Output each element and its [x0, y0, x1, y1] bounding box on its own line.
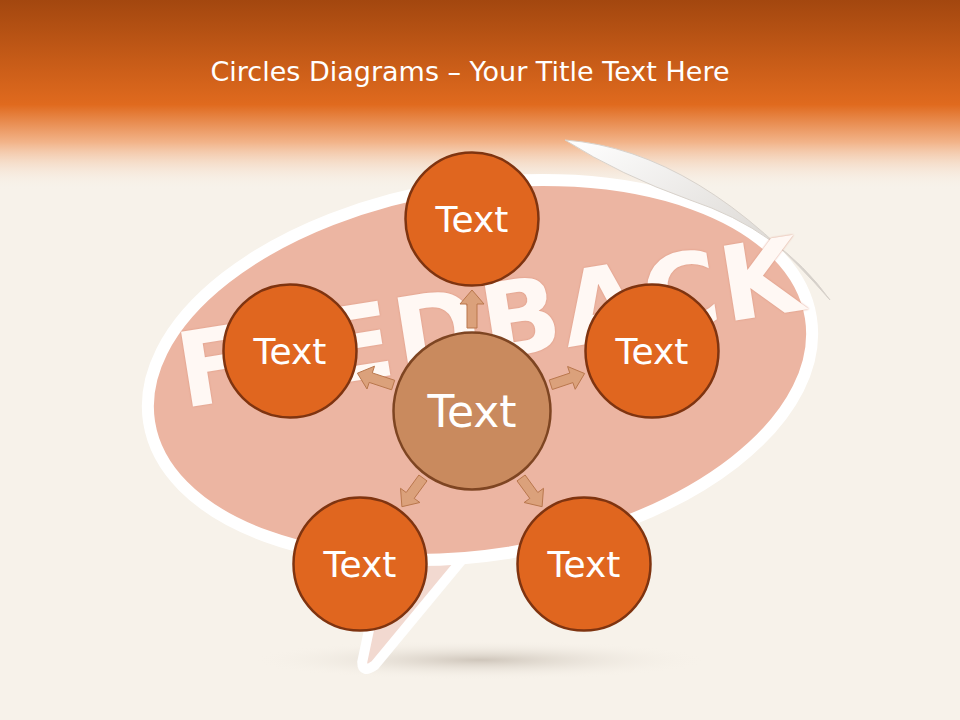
- block-arrow: [517, 475, 544, 507]
- outer-circle: Text: [292, 496, 428, 632]
- block-arrow: [357, 366, 394, 390]
- block-arrow: [401, 475, 428, 507]
- outer-circle: Text: [584, 283, 720, 419]
- node-text: Text: [324, 544, 397, 585]
- center-circle: Text: [392, 331, 552, 491]
- block-arrow: [460, 290, 484, 328]
- outer-circle: Text: [516, 496, 652, 632]
- block-arrow: [549, 367, 584, 390]
- node-text: Text: [548, 544, 621, 585]
- node-text: Text: [616, 331, 689, 372]
- outer-circle: Text: [222, 283, 358, 419]
- slide-title: Circles Diagrams – Your Title Text Here: [0, 56, 940, 87]
- node-text: Text: [254, 331, 327, 372]
- node-text: Text: [436, 199, 509, 240]
- node-text: Text: [428, 386, 517, 437]
- outer-circle: Text: [404, 151, 540, 287]
